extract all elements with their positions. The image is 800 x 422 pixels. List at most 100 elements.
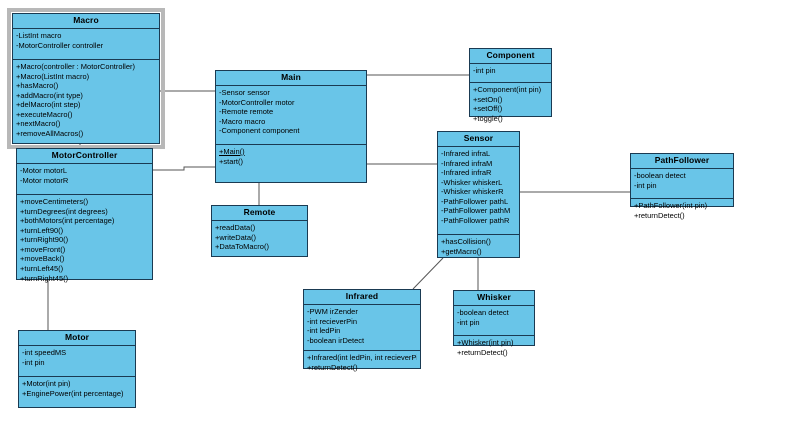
attribute: -int speedMS <box>22 347 67 357</box>
operation: +Motor(int pin) <box>22 378 71 388</box>
attribute: -Component component <box>219 126 300 136</box>
operation: +start() <box>219 156 243 166</box>
attribute: -boolean detect <box>634 170 686 180</box>
operation: +turnLeft45() <box>20 264 64 274</box>
attribute: -Remote remote <box>219 107 274 117</box>
attribute: -PathFollower pathL <box>441 196 509 206</box>
attribute: -PathFollower pathR <box>441 216 510 226</box>
class-attributes-pathfollower: -boolean detect-int pin <box>631 169 733 199</box>
operation: +hasMacro() <box>16 81 59 91</box>
class-attributes-macro: -ListInt macro-MotorController controlle… <box>13 29 159 60</box>
attribute: -MotorController motor <box>219 97 295 107</box>
uml-class-macro[interactable]: Macro-ListInt macro-MotorController cont… <box>7 8 165 149</box>
operation: +moveBack() <box>20 254 65 264</box>
uml-class-motorcontroller[interactable]: MotorController-Motor motorL-Motor motor… <box>16 148 153 283</box>
class-name-infrared: Infrared <box>304 290 420 305</box>
operation: +getMacro() <box>441 246 482 256</box>
class-operations-infrared: +Infrared(int ledPin, int recieverPin)+r… <box>304 351 420 375</box>
attribute: -Infrared infraM <box>441 158 493 168</box>
class-name-sensor: Sensor <box>438 132 519 147</box>
operation: +returnDetect() <box>634 210 685 220</box>
attribute: -Whisker whiskerL <box>441 177 503 187</box>
operation: +returnDetect() <box>307 362 358 372</box>
operation: +turnRight45() <box>20 273 69 283</box>
operation: +delMacro(int step) <box>16 100 81 110</box>
operation: +returnDetect() <box>457 347 508 357</box>
attribute: -Whisker whiskerR <box>441 187 504 197</box>
class-name-macro: Macro <box>13 14 159 29</box>
attribute: -Infrared infraL <box>441 148 491 158</box>
attribute: -PathFollower pathM <box>441 206 511 216</box>
attribute: -boolean irDetect <box>307 335 365 345</box>
attribute: -boolean detect <box>457 307 509 317</box>
operation: +EnginePower(int percentage) <box>22 388 124 398</box>
class-operations-sensor: +hasCollision()+getMacro() <box>438 235 519 259</box>
class-operations-motor: +Motor(int pin)+EnginePower(int percenta… <box>19 377 135 401</box>
operation: +turnLeft90() <box>20 225 64 235</box>
operation: +addMacro(int type) <box>16 90 83 100</box>
class-operations-macro: +Macro(controller : MotorController)+Mac… <box>13 60 159 142</box>
operation: +hasCollision() <box>441 236 491 246</box>
attribute: -PWM irZender <box>307 306 358 316</box>
uml-class-sensor[interactable]: Sensor-Infrared infraL-Infrared infraM-I… <box>437 131 520 258</box>
attribute: -int pin <box>634 180 657 190</box>
operation: +removeAllMacros() <box>16 129 84 139</box>
operation: +Infrared(int ledPin, int recieverPin) <box>307 352 417 362</box>
uml-class-infrared[interactable]: Infrared-PWM irZender-int recieverPin-in… <box>303 289 421 372</box>
class-attributes-whisker: -boolean detect-int pin <box>454 306 534 336</box>
connection-motorcontroller-to-main[interactable] <box>153 166 215 171</box>
operation: +Main() <box>219 146 245 156</box>
operation: +Whisker(int pin) <box>457 337 514 347</box>
uml-class-whisker[interactable]: Whisker-boolean detect-int pin+Whisker(i… <box>453 290 535 357</box>
attribute: -int pin <box>473 65 496 75</box>
attribute: -Motor motorR <box>20 175 69 185</box>
class-operations-whisker: +Whisker(int pin)+returnDetect() <box>454 336 534 360</box>
attribute: -Macro macro <box>219 116 266 126</box>
attribute: -Motor motorL <box>20 165 68 175</box>
class-name-component: Component <box>470 49 551 64</box>
class-operations-remote: +readData()+writeData()+DataToMacro() <box>212 221 307 255</box>
operation: +bothMotors(int percentage) <box>20 216 115 226</box>
attribute: -Sensor sensor <box>219 87 270 97</box>
class-attributes-component: -int pin <box>470 64 551 83</box>
operation: +turnDegrees(int degrees) <box>20 206 108 216</box>
operation: +Component(int pin) <box>473 84 542 94</box>
uml-class-motor[interactable]: Motor-int speedMS-int pin+Motor(int pin)… <box>18 330 136 408</box>
operation: +executeMacro() <box>16 109 73 119</box>
class-name-whisker: Whisker <box>454 291 534 306</box>
uml-class-remote[interactable]: Remote+readData()+writeData()+DataToMacr… <box>211 205 308 257</box>
operation: +writeData() <box>215 232 257 242</box>
operation: +moveCentimeters() <box>20 196 89 206</box>
connection-sensor-to-infrared[interactable] <box>412 257 444 290</box>
uml-class-pathfollower[interactable]: PathFollower-boolean detect-int pin+Path… <box>630 153 734 220</box>
class-operations-motorcontroller: +moveCentimeters()+turnDegrees(int degre… <box>17 195 152 286</box>
operation: +setOff() <box>473 104 503 114</box>
operation: +Macro(controller : MotorController) <box>16 61 135 71</box>
attribute: -Infrared infraR <box>441 168 492 178</box>
class-name-motorcontroller: MotorController <box>17 149 152 164</box>
class-operations-main: +Main()+start() <box>216 145 366 169</box>
operation: +DataToMacro() <box>215 242 269 252</box>
class-operations-component: +Component(int pin)+setOn()+setOff()+tog… <box>470 83 551 126</box>
attribute: -int pin <box>22 357 45 367</box>
attribute: -MotorController controller <box>16 40 104 50</box>
operation: +PathFollower(int pin) <box>634 200 708 210</box>
attribute: -ListInt macro <box>16 30 62 40</box>
class-name-remote: Remote <box>212 206 307 221</box>
class-attributes-motorcontroller: -Motor motorL-Motor motorR <box>17 164 152 195</box>
operation: +toggle() <box>473 113 503 123</box>
class-attributes-sensor: -Infrared infraL-Infrared infraM-Infrare… <box>438 147 519 235</box>
attribute: -int ledPin <box>307 326 341 336</box>
attribute: -int pin <box>457 317 480 327</box>
operation: +Macro(ListInt macro) <box>16 71 90 81</box>
attribute: -int recieverPin <box>307 316 358 326</box>
uml-class-main[interactable]: Main-Sensor sensor-MotorController motor… <box>215 70 367 183</box>
class-name-motor: Motor <box>19 331 135 346</box>
operation: +nextMacro() <box>16 119 61 129</box>
uml-class-component[interactable]: Component-int pin+Component(int pin)+set… <box>469 48 552 123</box>
class-name-pathfollower: PathFollower <box>631 154 733 169</box>
class-attributes-motor: -int speedMS-int pin <box>19 346 135 377</box>
operation: +moveFront() <box>20 244 66 254</box>
operation: +turnRight90() <box>20 235 69 245</box>
